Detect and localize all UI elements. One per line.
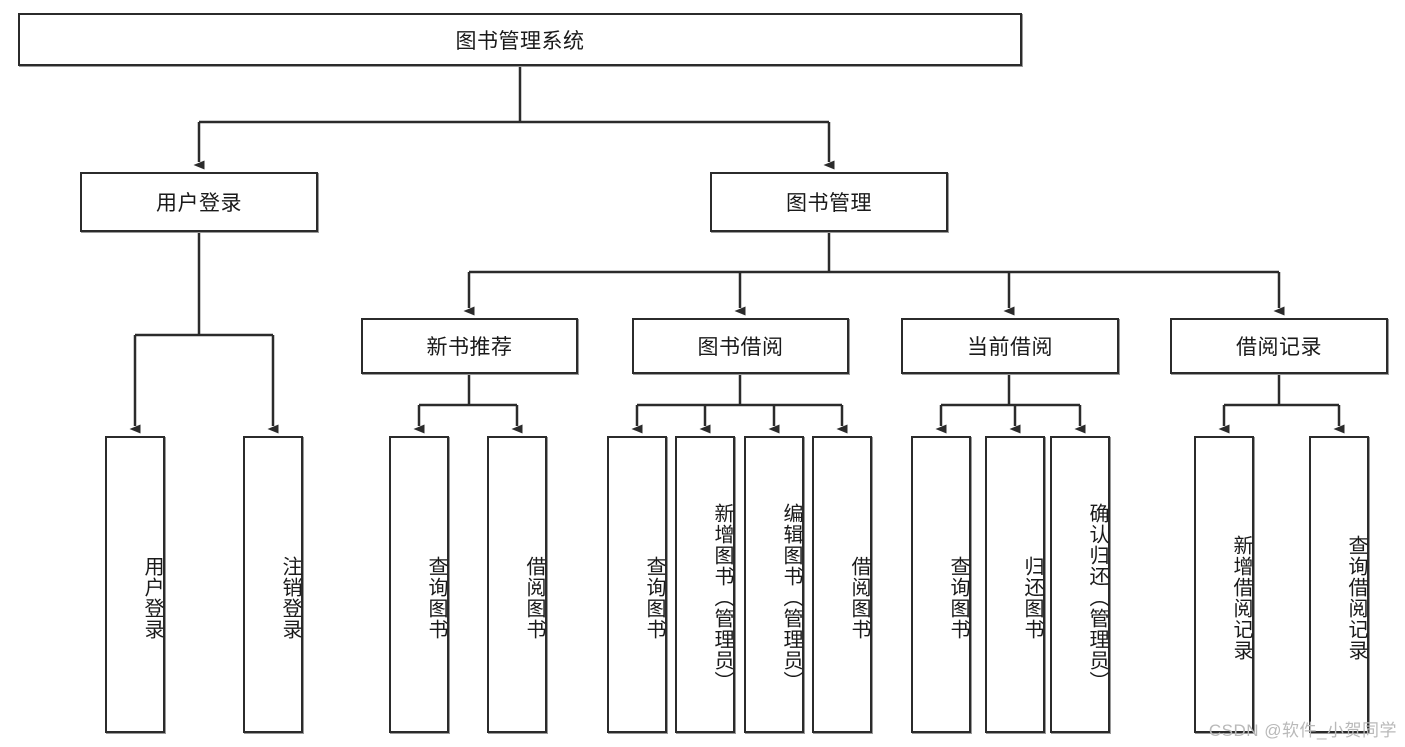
leaf-label: 编辑图书（管理员） xyxy=(780,503,802,692)
node-leaf-borrow-book[interactable]: 借阅图书 xyxy=(812,436,872,733)
node-leaf-borrow-book-recommend[interactable]: 借阅图书 xyxy=(487,436,547,733)
node-leaf-confirm-return-admin[interactable]: 确认归还（管理员） xyxy=(1050,436,1110,733)
leaf-label: 新增图书（管理员） xyxy=(711,503,733,692)
node-current-borrow[interactable]: 当前借阅 xyxy=(901,318,1119,374)
csdn-watermark: CSDN @软件_小贺同学 xyxy=(1208,721,1397,740)
leaf-label: 查询图书 xyxy=(947,555,969,640)
leaf-label: 归还图书 xyxy=(1021,555,1043,640)
node-borrow-record[interactable]: 借阅记录 xyxy=(1170,318,1388,374)
leaf-label: 查询图书 xyxy=(425,555,447,640)
node-book-borrow[interactable]: 图书借阅 xyxy=(632,318,849,374)
node-leaf-query-book-recommend[interactable]: 查询图书 xyxy=(389,436,449,733)
node-leaf-edit-book-admin[interactable]: 编辑图书（管理员） xyxy=(744,436,804,733)
node-leaf-query-borrow-record[interactable]: 查询借阅记录 xyxy=(1309,436,1369,733)
leaf-label: 借阅图书 xyxy=(523,555,545,640)
leaf-label: 用户登录 xyxy=(141,555,163,640)
node-user-login[interactable]: 用户登录 xyxy=(80,172,318,232)
leaf-label: 借阅图书 xyxy=(848,555,870,640)
node-leaf-add-book-admin[interactable]: 新增图书（管理员） xyxy=(675,436,735,733)
node-leaf-logout[interactable]: 注销登录 xyxy=(243,436,303,733)
leaf-label: 注销登录 xyxy=(279,555,301,640)
leaf-label: 新增借阅记录 xyxy=(1230,534,1252,661)
leaf-label: 确认归还（管理员） xyxy=(1086,503,1108,692)
node-leaf-query-book-current[interactable]: 查询图书 xyxy=(911,436,971,733)
node-leaf-user-login[interactable]: 用户登录 xyxy=(105,436,165,733)
leaf-label: 查询图书 xyxy=(643,555,665,640)
node-leaf-query-book-borrow[interactable]: 查询图书 xyxy=(607,436,667,733)
node-leaf-return-book[interactable]: 归还图书 xyxy=(985,436,1045,733)
node-root-system[interactable]: 图书管理系统 xyxy=(18,13,1022,66)
leaf-label: 查询借阅记录 xyxy=(1345,534,1367,661)
node-book-manage[interactable]: 图书管理 xyxy=(710,172,948,232)
node-new-book-recommend[interactable]: 新书推荐 xyxy=(361,318,578,374)
node-leaf-add-borrow-record[interactable]: 新增借阅记录 xyxy=(1194,436,1254,733)
